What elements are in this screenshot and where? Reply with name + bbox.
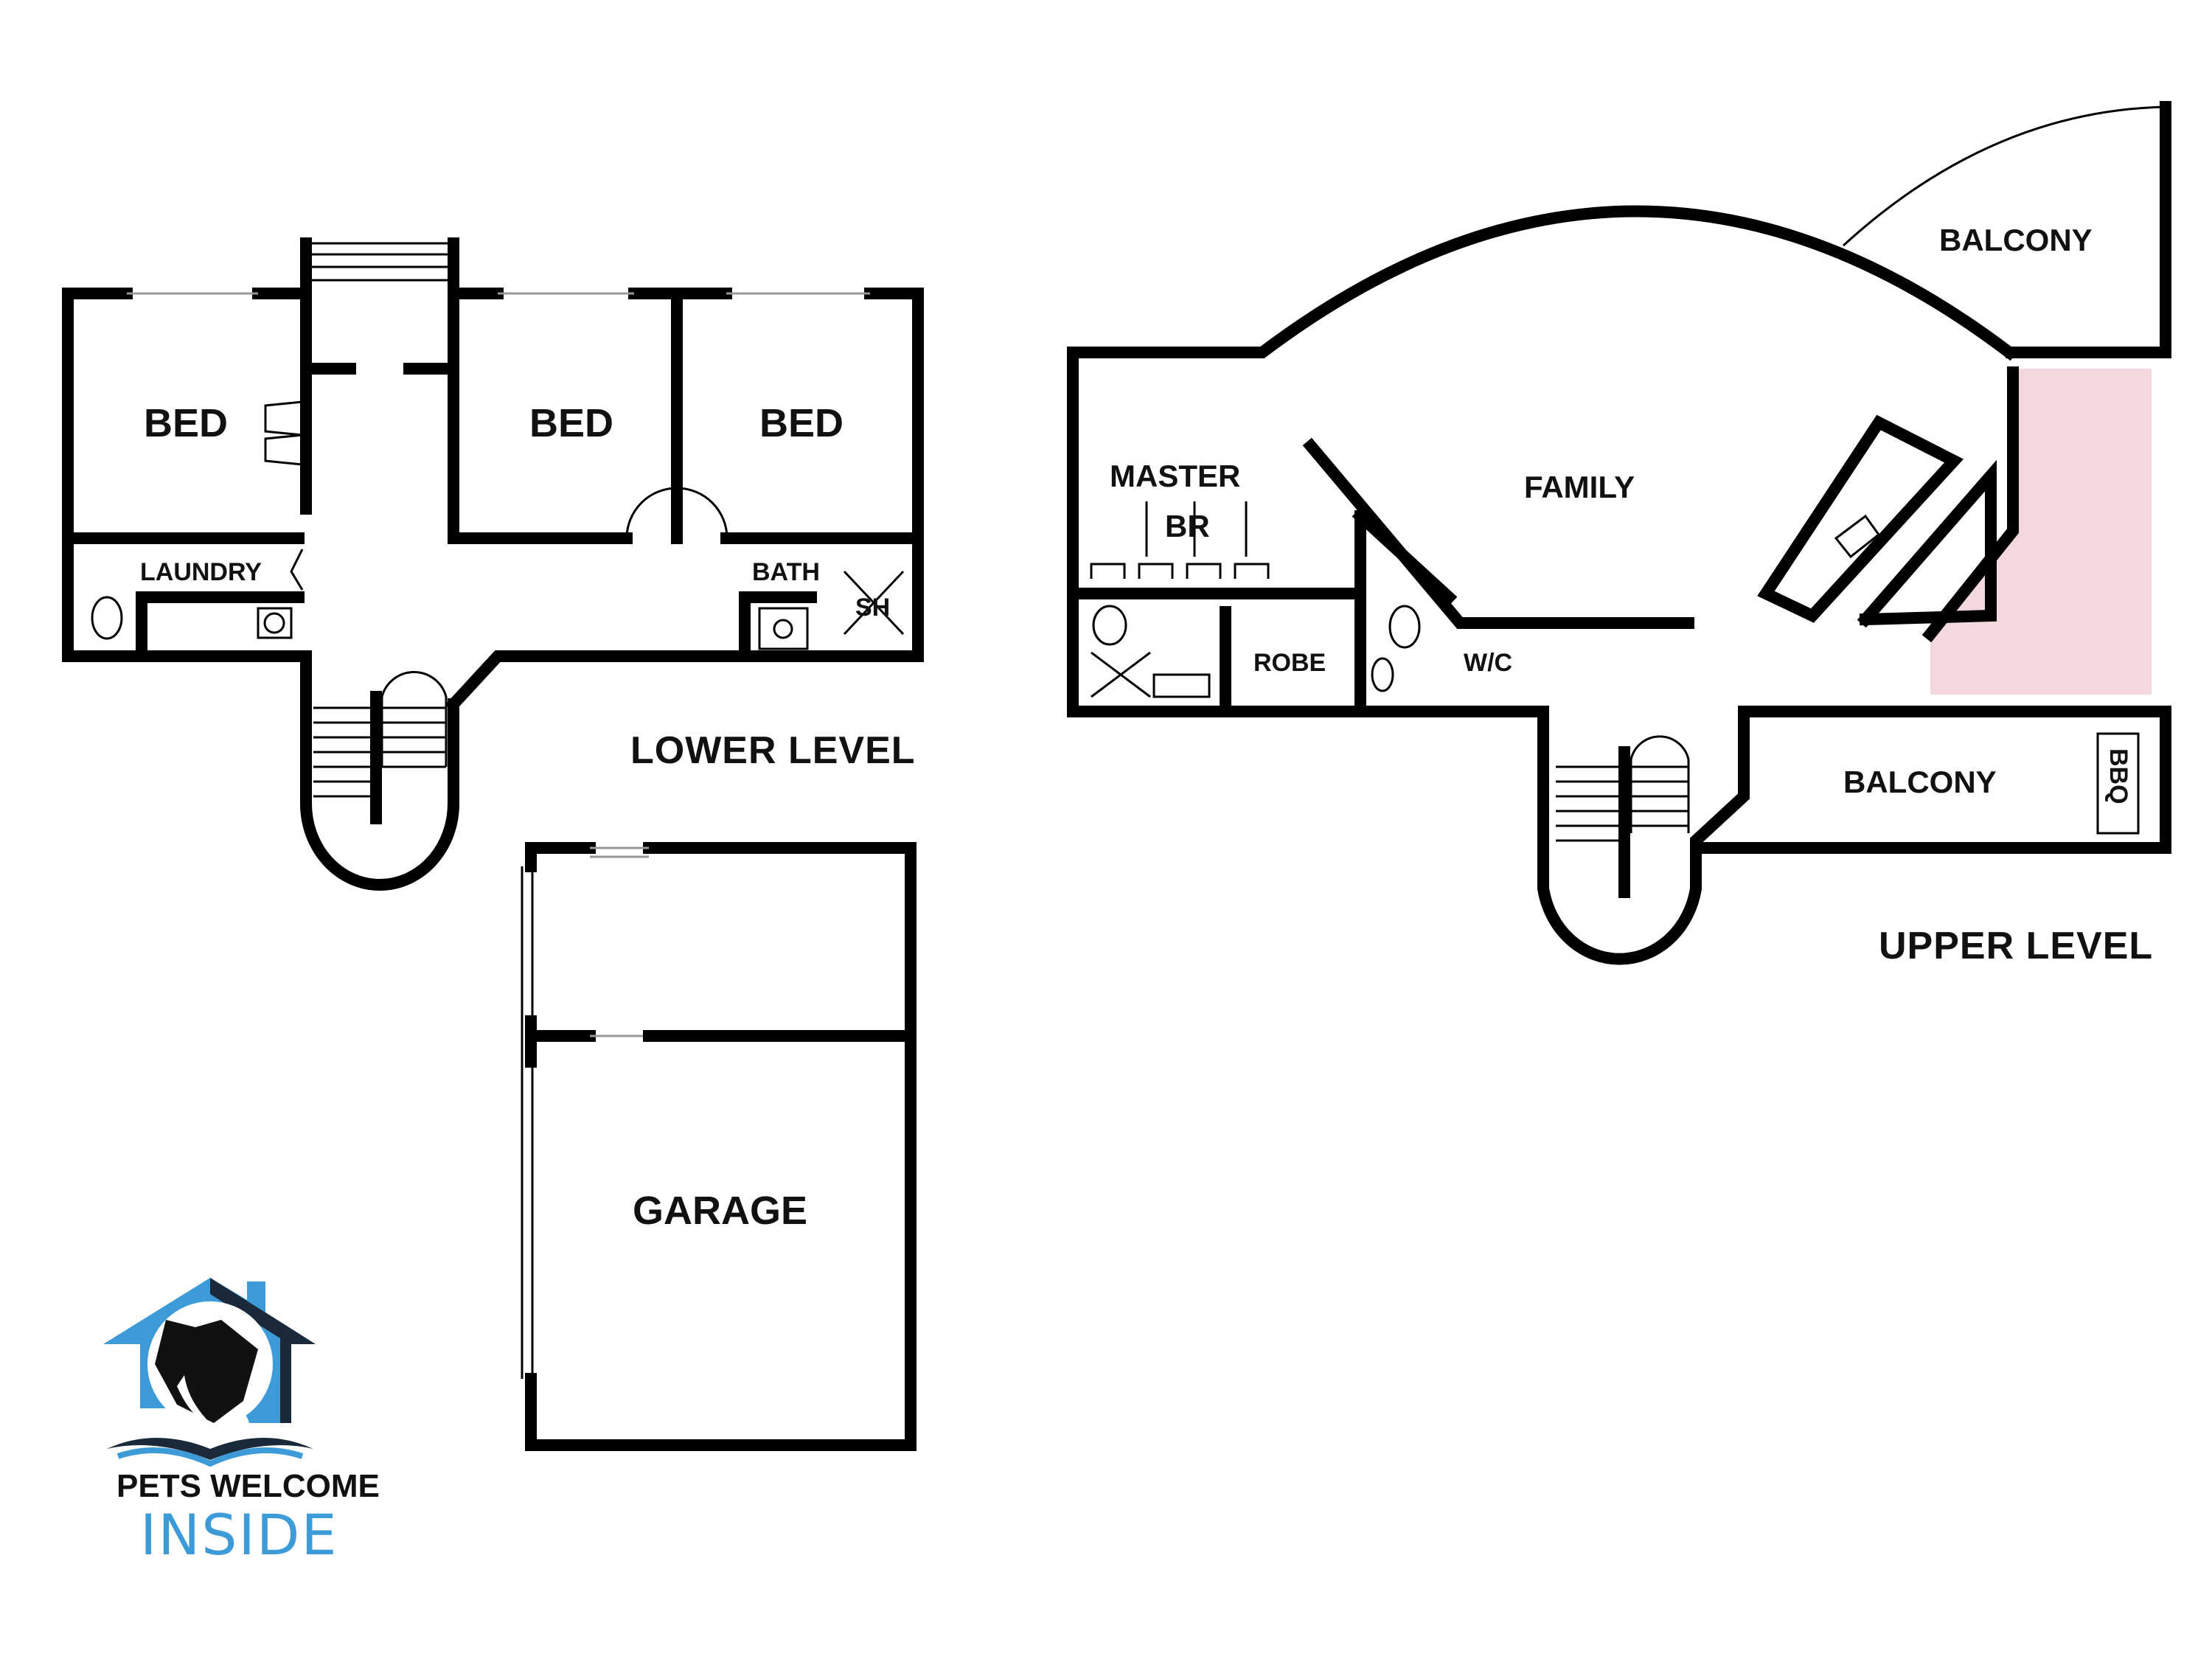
- highlighted-area: [1930, 369, 2152, 695]
- logo-line1: PETS WELCOME: [116, 1468, 380, 1504]
- garage-label: GARAGE: [633, 1189, 807, 1233]
- bed-3-label: BED: [759, 401, 844, 445]
- balcony-bottom-label: BALCONY: [1843, 765, 1997, 799]
- robe-label: ROBE: [1253, 649, 1326, 677]
- master-br-label-line2: BR: [1165, 509, 1210, 543]
- garage-plan: [521, 842, 917, 1451]
- laundry-label: LAUNDRY: [140, 558, 262, 586]
- family-label: FAMILY: [1524, 470, 1635, 504]
- upper-level-title: UPPER LEVEL: [1879, 925, 2153, 967]
- balcony-top-label: BALCONY: [1939, 223, 2093, 257]
- lower-level-plan: [62, 237, 924, 891]
- house-with-dog-and-cat-icon: [103, 1278, 316, 1467]
- logo-line2: INSIDE: [140, 1502, 338, 1568]
- pets-welcome-inside-logo: PETS WELCOME INSIDE: [103, 1278, 380, 1568]
- bath-label: BATH: [752, 558, 820, 586]
- shower-label: SH: [855, 594, 890, 622]
- upper-level-plan: [1067, 101, 2171, 965]
- wc-label: W/C: [1464, 649, 1512, 677]
- bbq-label: BBQ: [2104, 748, 2132, 804]
- lower-level-title: LOWER LEVEL: [630, 729, 916, 772]
- bbq-box: [2096, 732, 2140, 835]
- bed-2-label: BED: [529, 401, 613, 445]
- bed-1-label: BED: [144, 401, 228, 445]
- master-br-label-line1: MASTER: [1110, 459, 1240, 493]
